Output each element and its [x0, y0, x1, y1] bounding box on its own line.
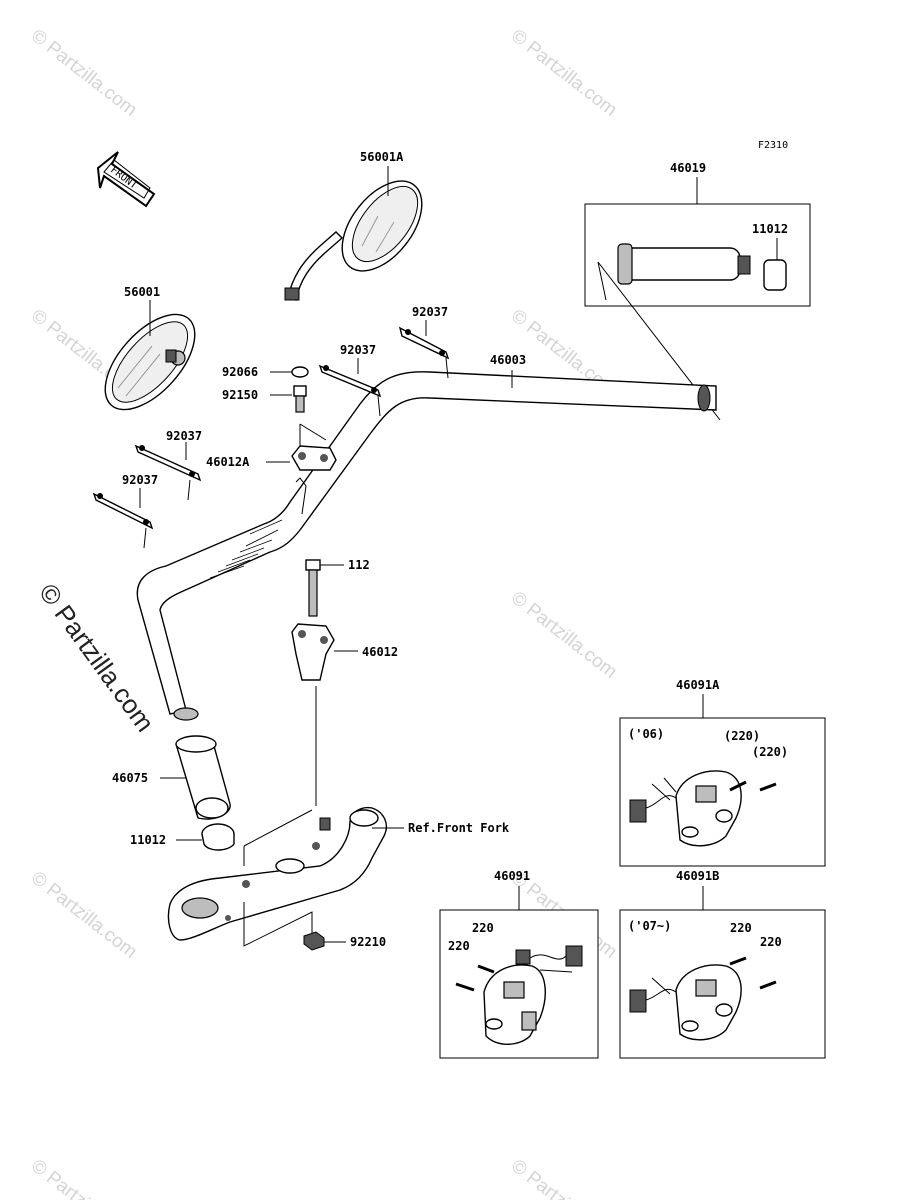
- label-bolt: 112: [348, 558, 370, 572]
- grip-assembly-box: [584, 203, 811, 307]
- label-ref-front-fork[interactable]: Ref.Front Fork: [408, 821, 510, 835]
- watermark: © Partzilla.com: [507, 1155, 621, 1200]
- label-grip-assembly-right: 46019: [670, 161, 706, 175]
- grip-left: [175, 735, 231, 820]
- label-mirror-left: 56001: [124, 285, 160, 299]
- label-holder-lower: 46012: [362, 645, 398, 659]
- box-c-screw-1: 220: [472, 921, 494, 935]
- watermark: © Partzilla.com: [27, 1155, 141, 1200]
- triple-clamp: [167, 806, 388, 941]
- watermark: © Partzilla.com: [507, 587, 621, 682]
- label-bar-weight-4: 92037: [122, 473, 158, 487]
- box-b-year: ('07~): [628, 919, 671, 933]
- label-switch-housing-a: 46091A: [676, 678, 720, 692]
- bolt-upper: [293, 385, 307, 413]
- label-nut: 92210: [350, 935, 386, 949]
- bar-weight: [134, 444, 202, 501]
- label-grip-end-left: 11012: [130, 833, 166, 847]
- label-grip-left: 46075: [112, 771, 148, 785]
- nut: [303, 931, 325, 951]
- label-switch-housing-b: 46091B: [676, 869, 719, 883]
- grip-end-left: [201, 823, 235, 851]
- switch-box: [439, 909, 599, 1059]
- label-mirror-right: 56001A: [360, 150, 404, 164]
- watermark: © Partzilla.com: [507, 25, 621, 120]
- bar-weight: [92, 492, 154, 549]
- figure-code: F2310: [758, 140, 788, 151]
- label-grip-end-right: 11012: [752, 222, 788, 236]
- label-bolt-upper: 92150: [222, 388, 258, 402]
- label-bar-weight-1: 92037: [412, 305, 448, 319]
- watermark: © Partzilla.com: [27, 25, 141, 120]
- bar-weight: [398, 326, 450, 379]
- label-handlebar: 46003: [490, 353, 526, 367]
- watermark: © Partzilla.com: [27, 867, 141, 962]
- holder-upper: [291, 423, 337, 515]
- bolt: [305, 559, 321, 617]
- front-arrow-icon: FRONT: [96, 151, 156, 208]
- label-bar-weight-2: 92037: [340, 343, 376, 357]
- label-bar-weight-3: 92037: [166, 429, 202, 443]
- mirror-right: [284, 180, 423, 301]
- handlebar: [136, 371, 717, 721]
- holder-lower: [291, 623, 335, 681]
- label-switch-housing: 46091: [494, 869, 530, 883]
- cap-small: [291, 366, 309, 378]
- switch-box-a: [619, 717, 826, 867]
- label-holder-upper: 46012A: [206, 455, 250, 469]
- mirror-left: [104, 313, 196, 411]
- bar-weight: [318, 364, 382, 417]
- switch-box-b: [619, 909, 826, 1059]
- box-a-screw-2: (220): [752, 745, 788, 759]
- box-b-screw-1: 220: [730, 921, 752, 935]
- box-c-screw-2: 220: [448, 939, 470, 953]
- box-a-screw-1: (220): [724, 729, 760, 743]
- box-a-year: ('06): [628, 727, 664, 741]
- box-b-screw-2: 220: [760, 935, 782, 949]
- label-cap-small: 92066: [222, 365, 258, 379]
